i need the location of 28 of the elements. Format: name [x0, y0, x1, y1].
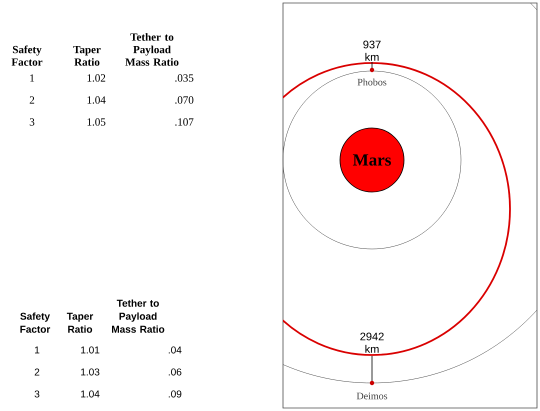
column-header: Tether to Payload Mass Ratio — [125, 33, 178, 66]
table-cell: .09 — [168, 390, 182, 398]
table-cell: 1 — [35, 346, 40, 354]
column-header: Taper Ratio — [73, 46, 101, 66]
table-cell: .107 — [175, 118, 194, 126]
moon-label: Deimos — [356, 392, 388, 400]
column-header: Safety Factor — [20, 312, 50, 333]
table-cell: 3 — [34, 390, 40, 398]
table-cell: 1.03 — [81, 368, 100, 376]
table-cell: 2 — [30, 96, 34, 104]
column-header: Taper Ratio — [66, 312, 94, 333]
table-cell: 1.04 — [88, 96, 106, 104]
table-cell: 2 — [34, 368, 40, 376]
table-cell: 1 — [30, 74, 34, 82]
distance-label: 937 km — [363, 40, 381, 61]
column-header: Tether to Payload Mass Ratio — [112, 299, 164, 333]
table-cell: 1.01 — [81, 346, 100, 354]
table-cell: 1.05 — [88, 118, 106, 126]
column-header: Safety Factor — [12, 45, 42, 66]
table-cell: .04 — [168, 346, 182, 354]
table-cell: .06 — [168, 368, 182, 376]
table-cell: 1.04 — [81, 390, 100, 398]
table-cell: 1.02 — [88, 74, 106, 82]
table-cell: 3 — [30, 118, 34, 126]
table-cell: .070 — [175, 96, 194, 104]
table-cell: .035 — [175, 74, 194, 82]
moon-label: Phobos — [358, 78, 386, 86]
distance-label: 2942 km — [360, 332, 384, 353]
